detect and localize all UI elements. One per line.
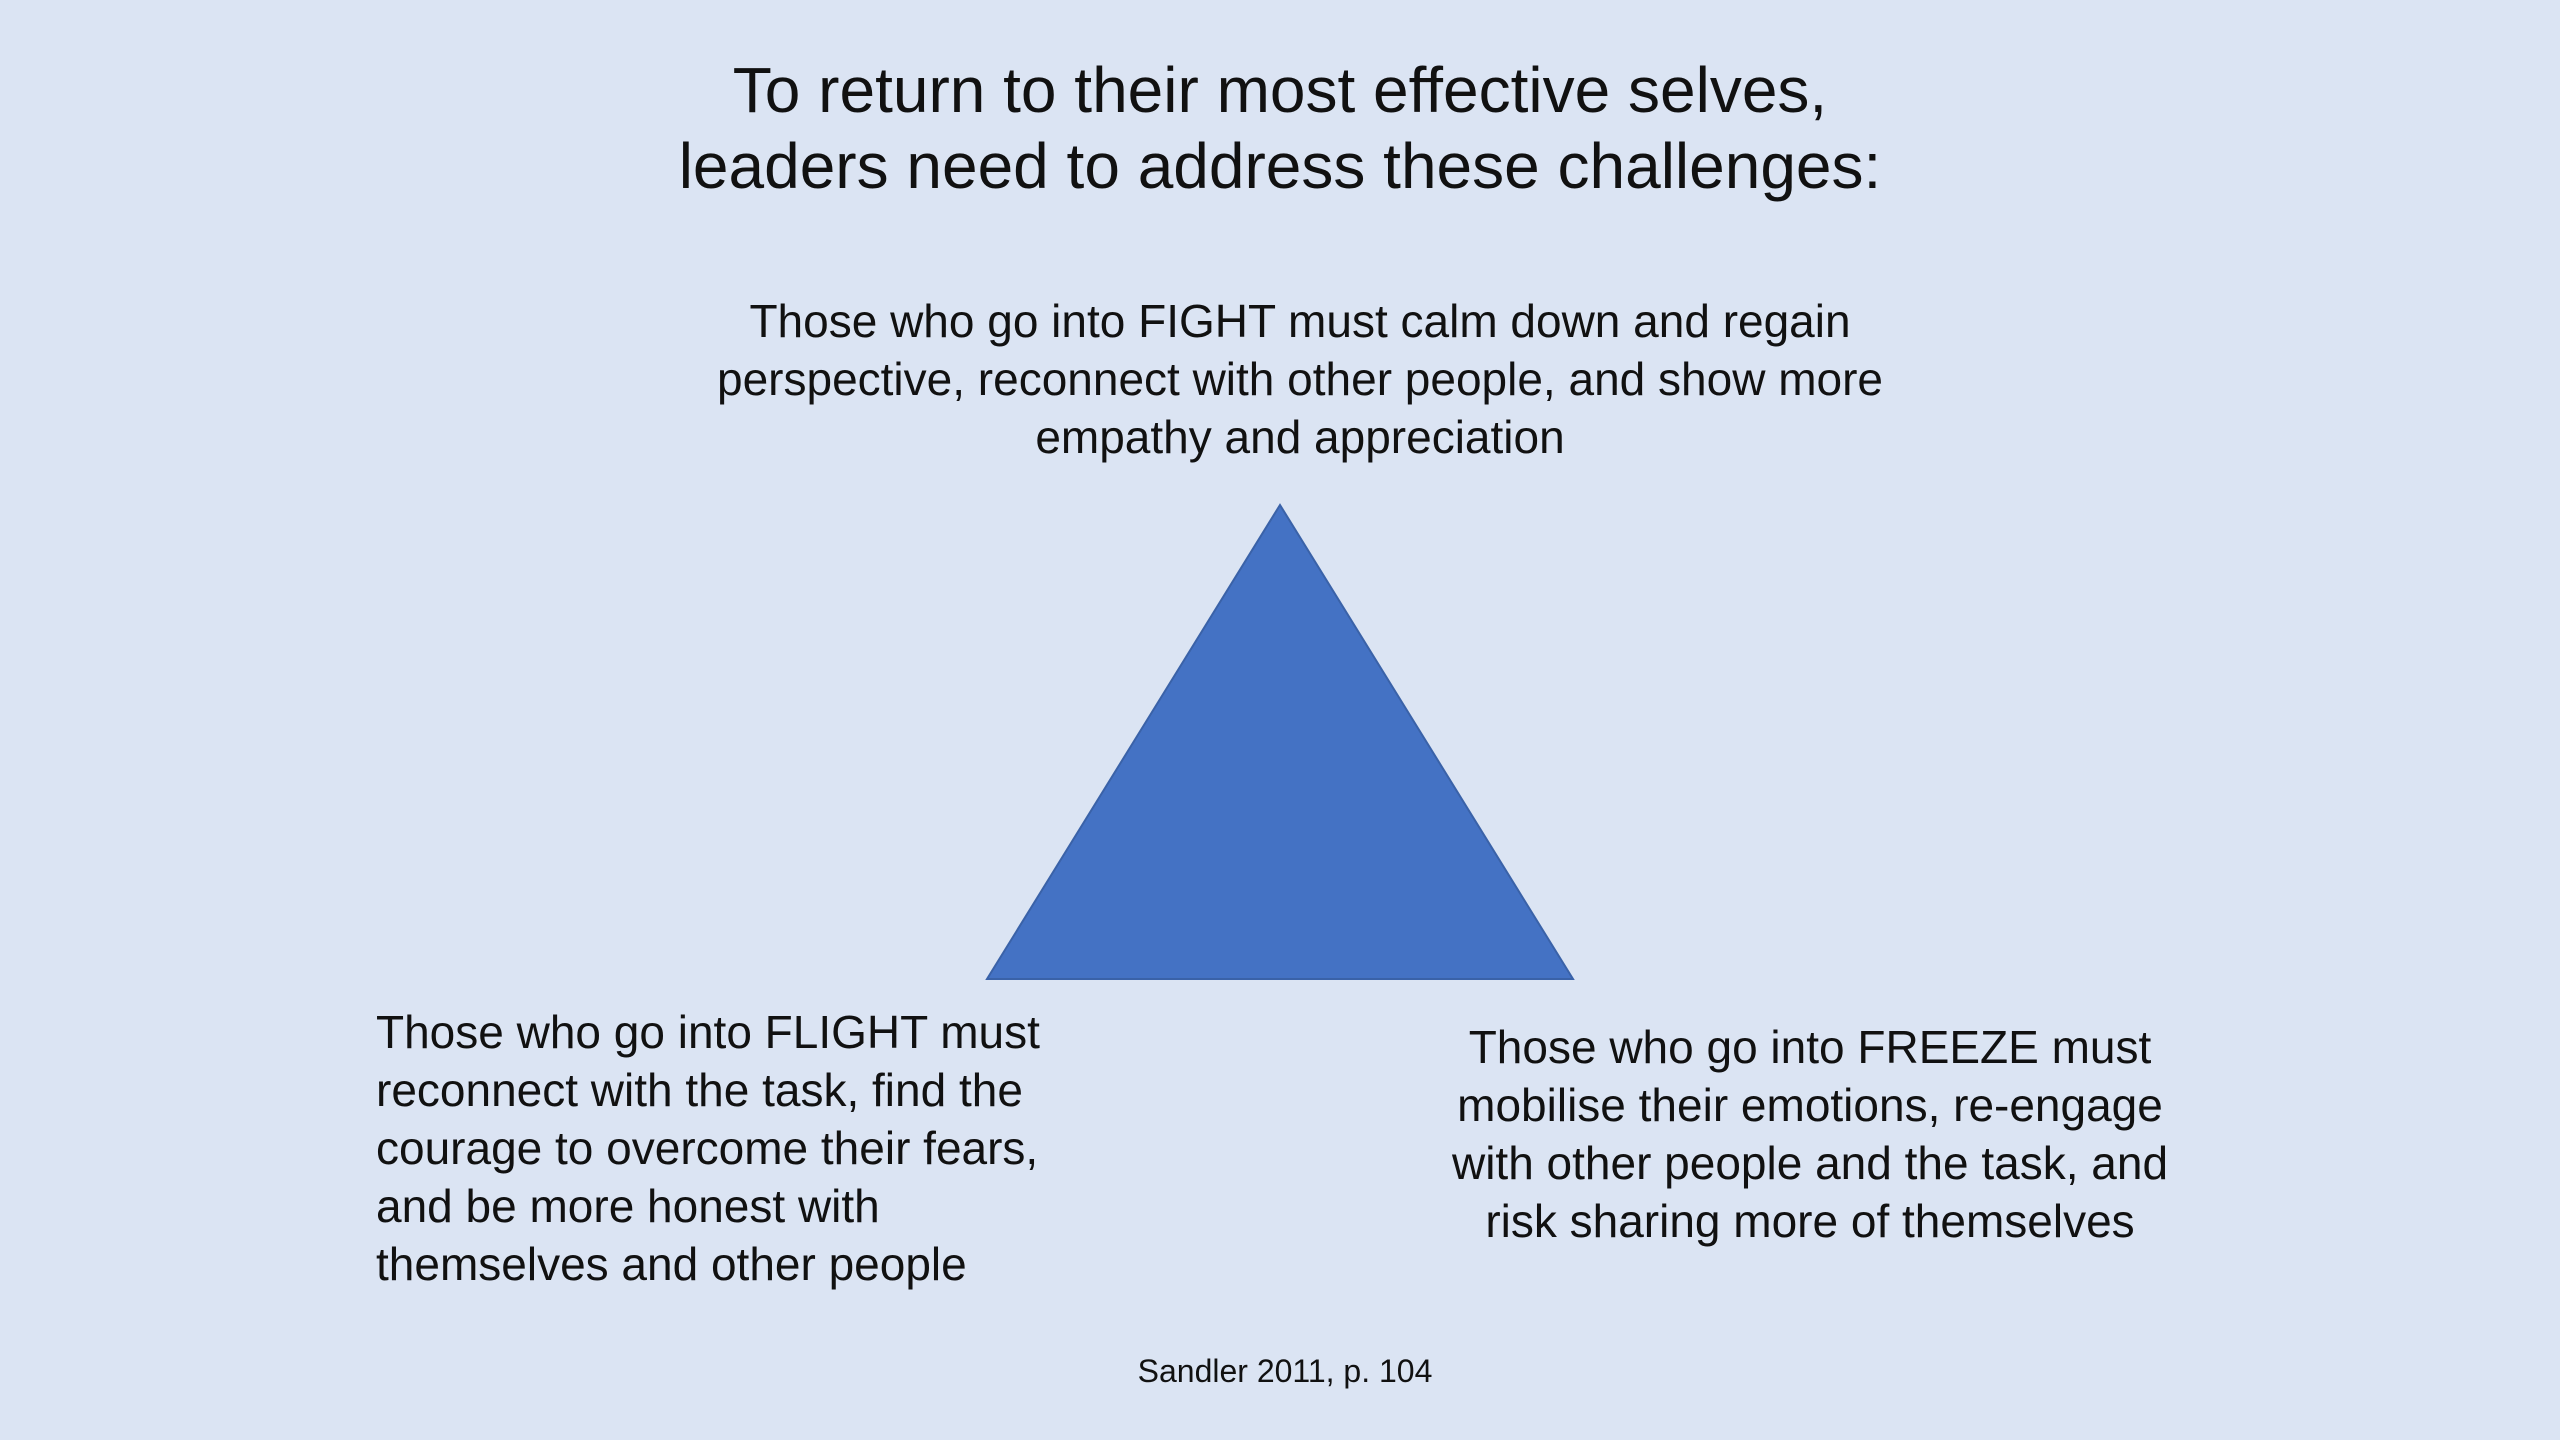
fight-text-line: perspective, reconnect with other people…: [717, 353, 1883, 405]
freeze-text: Those who go into FREEZE must mobilise t…: [1390, 1018, 2230, 1250]
freeze-text-line: mobilise their emotions, re-engage: [1457, 1079, 2163, 1131]
flight-text-line: Those who go into FLIGHT must: [376, 1006, 1040, 1058]
fight-text: Those who go into FIGHT must calm down a…: [640, 292, 1960, 466]
flight-text-line: courage to overcome their fears,: [376, 1122, 1039, 1174]
citation: Sandler 2011, p. 104: [1137, 1353, 1433, 1389]
flight-text-line: reconnect with the task, find the: [376, 1064, 1023, 1116]
freeze-text-line: risk sharing more of themselves: [1485, 1195, 2135, 1247]
freeze-text-line: Those who go into FREEZE must: [1468, 1021, 2152, 1073]
freeze-text-line: with other people and the task, and: [1451, 1137, 2169, 1189]
title-line: To return to their most effective selves…: [732, 54, 1828, 126]
triangle-polygon: [985, 503, 1575, 980]
flight-text-line: themselves and other people: [376, 1238, 967, 1290]
flight-text: Those who go into FLIGHT must reconnect …: [376, 1003, 1136, 1293]
triangle-shape: [985, 503, 1575, 980]
title-line: leaders need to address these challenges…: [678, 130, 1882, 202]
fight-text-line: empathy and appreciation: [1035, 411, 1565, 463]
fight-text-line: Those who go into FIGHT must calm down a…: [749, 295, 1851, 347]
slide-title: To return to their most effective selves…: [480, 52, 2080, 204]
flight-text-line: and be more honest with: [376, 1180, 880, 1232]
